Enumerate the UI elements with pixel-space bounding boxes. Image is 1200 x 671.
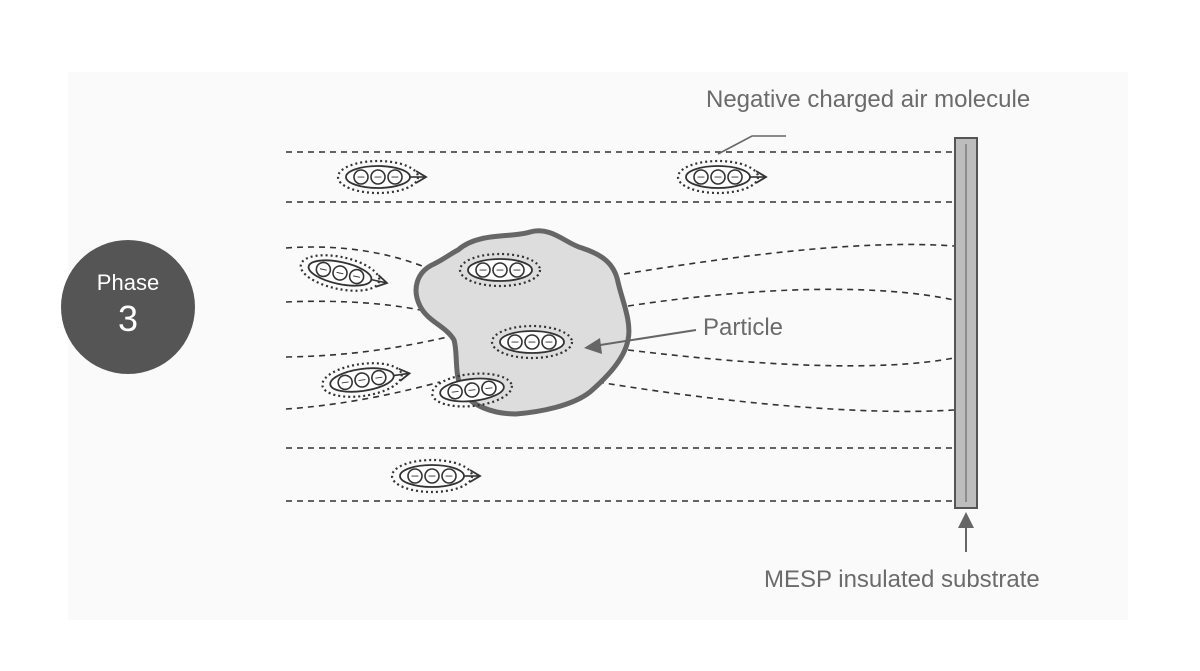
charge-sign: −	[318, 262, 330, 277]
charge-sign: −	[527, 336, 536, 349]
electron-cloud	[490, 324, 574, 360]
direction-arrow	[469, 469, 482, 483]
direction-arrow-shaft	[371, 278, 387, 284]
charge-circle	[332, 265, 348, 281]
charge-circle	[371, 369, 387, 386]
electron-cloud	[458, 252, 542, 288]
charge-circle	[337, 374, 353, 391]
direction-arrow-shaft	[393, 372, 409, 377]
molecule-group: −−−−−−−−−−−−−−−−−−−−−−−−	[299, 159, 768, 494]
field-line	[597, 381, 955, 413]
curved-field-lines	[285, 243, 955, 413]
charge-circle	[315, 261, 332, 278]
charge-circle	[464, 382, 480, 398]
charge-circle	[407, 468, 423, 484]
charge-sign: −	[373, 171, 382, 184]
charge-circle	[424, 468, 440, 484]
charge-sign: −	[340, 375, 351, 389]
field-line	[627, 349, 955, 367]
charge-circle	[693, 169, 709, 185]
charge-circle	[348, 268, 365, 285]
charge-circle	[710, 169, 726, 185]
phase-number: 3	[117, 298, 139, 339]
particle-label: Particle	[703, 314, 784, 341]
charge-circle	[353, 169, 369, 185]
direction-arrow	[398, 367, 412, 382]
charge-sign: −	[373, 371, 384, 385]
particle-shape	[413, 228, 632, 417]
charge-sign: −	[410, 470, 419, 483]
charge-sign: −	[696, 171, 705, 184]
charge-circle	[524, 334, 540, 350]
field-line	[285, 335, 453, 358]
charge-circle	[492, 262, 508, 278]
charge-sign: −	[512, 264, 521, 277]
charge-circle	[441, 468, 457, 484]
charged-air-molecule: −−−	[676, 159, 768, 195]
charge-sign: −	[713, 171, 722, 184]
phase-badge: Phase 3	[61, 240, 195, 374]
field-line	[285, 246, 433, 271]
molecule-leader-line	[717, 135, 786, 155]
field-line	[285, 381, 441, 410]
substrate-label: MESP insulated substrate	[764, 566, 1040, 593]
field-line	[285, 300, 421, 311]
charge-sign: −	[357, 373, 368, 387]
charge-circle	[447, 383, 463, 400]
charge-sign: −	[356, 171, 365, 184]
direction-arrow	[375, 274, 389, 288]
phase-label: Phase	[96, 270, 160, 295]
charged-air-molecule: −−−	[336, 159, 428, 195]
charged-air-molecule: −−−	[321, 362, 412, 398]
direction-arrow	[755, 170, 768, 184]
charge-sign: −	[730, 171, 739, 184]
charge-sign: −	[467, 383, 478, 397]
substrate-arrowhead	[958, 512, 974, 528]
particle-leader-line	[593, 329, 697, 347]
charge-circle	[727, 169, 743, 185]
charge-sign: −	[450, 385, 461, 399]
charge-sign: −	[478, 264, 487, 277]
charged-air-molecule: −−−	[431, 372, 513, 408]
charged-air-molecule: −−−	[458, 252, 542, 288]
direction-arrow	[415, 170, 428, 184]
charge-sign: −	[495, 264, 504, 277]
charge-circle	[481, 380, 497, 397]
charge-sign: −	[510, 336, 519, 349]
charge-circle	[507, 334, 523, 350]
charge-circle	[370, 169, 386, 185]
field-line	[623, 243, 955, 275]
field-line	[627, 288, 955, 307]
charge-sign: −	[334, 266, 346, 281]
charge-sign: −	[427, 470, 436, 483]
charge-sign: −	[390, 171, 399, 184]
charge-circle	[541, 334, 557, 350]
charge-sign: −	[544, 336, 553, 349]
straight-field-lines	[286, 151, 954, 502]
charge-sign: −	[444, 470, 453, 483]
charge-circle	[354, 372, 370, 388]
charged-air-molecule: −−−	[299, 254, 389, 292]
charge-sign: −	[484, 381, 495, 395]
charged-air-molecule: −−−	[490, 324, 574, 360]
charge-circle	[509, 262, 525, 278]
charge-circle	[475, 262, 491, 278]
charged-air-molecule: −−−	[390, 458, 482, 494]
charge-circle	[387, 169, 403, 185]
particle-arrowhead	[584, 338, 602, 354]
molecule-label: Negative charged air molecule	[706, 86, 1031, 113]
charge-sign: −	[351, 269, 363, 284]
